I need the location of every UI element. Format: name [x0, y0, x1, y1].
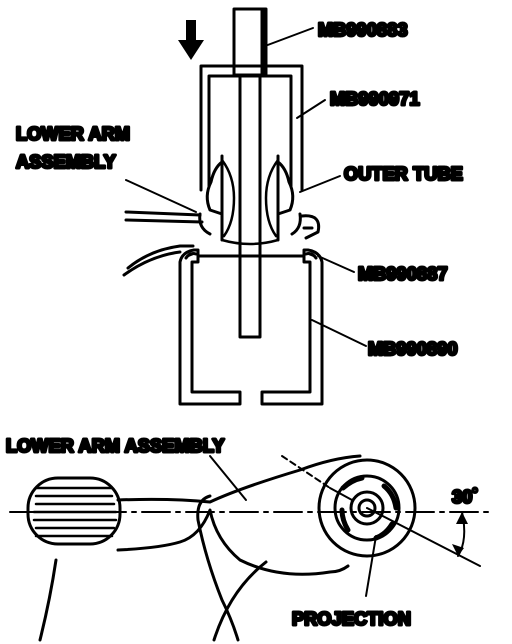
- label-angle: 30˚: [452, 487, 479, 507]
- label-mb990971: MB990971: [330, 89, 420, 109]
- label-lower-arm-assembly-bottom: LOWER ARM ASSEMBLY: [6, 436, 225, 456]
- leader-lines-bottom: [209, 455, 377, 597]
- bushing-outer-tube: [198, 154, 302, 246]
- lower-arm-plate-right: [300, 214, 321, 240]
- tool-mb990971-cap: [199, 64, 304, 192]
- label-mb990890: MB990890: [368, 339, 458, 359]
- lower-arm-plate-left: [122, 210, 204, 277]
- leader-lines-top: [125, 27, 367, 347]
- tool-mb990883-rod: [232, 7, 268, 339]
- down-arrow-icon: [178, 20, 204, 60]
- reference-lines: [9, 507, 491, 567]
- tool-mb990890-base: [178, 248, 324, 406]
- label-mb990887: MB990887: [358, 264, 448, 284]
- label-projection: PROJECTION: [292, 609, 411, 629]
- label-outer-tube: OUTER TUBE: [344, 164, 463, 184]
- label-mb990883: MB990883: [318, 20, 408, 40]
- label-lower-arm-line1: LOWER ARM: [16, 124, 130, 144]
- label-lower-arm-line2: ASSEMBLY: [16, 152, 116, 172]
